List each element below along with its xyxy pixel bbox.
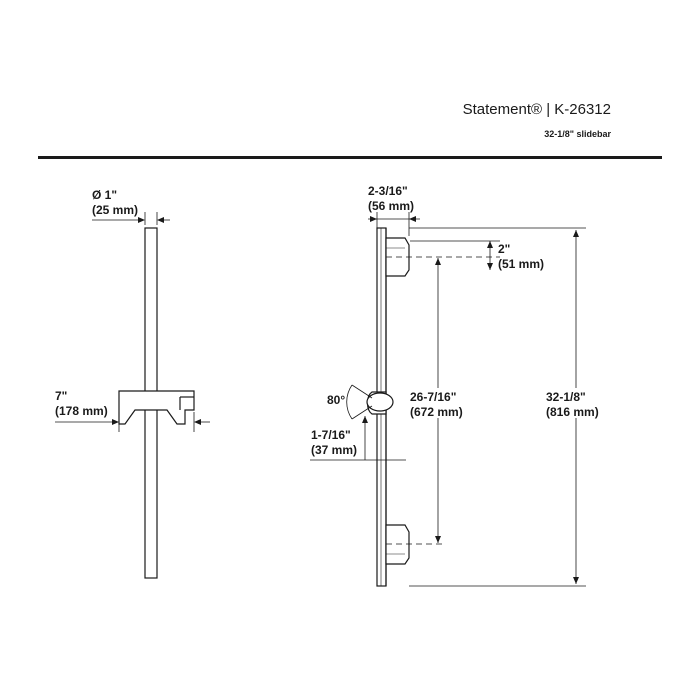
diameter-mm-label: (25 mm) — [92, 203, 138, 217]
dimension-arrows — [112, 216, 579, 584]
spacing-mm-label: (672 mm) — [410, 405, 463, 419]
offset-mm-label: (37 mm) — [311, 443, 357, 457]
angle-arc — [346, 384, 353, 420]
product-title: Statement® | K-26312 — [462, 101, 611, 118]
mount-in-label: 2" — [498, 242, 510, 256]
height-mm-label: (816 mm) — [546, 405, 599, 419]
product-subtitle: 32-1/8" slidebar — [544, 129, 611, 139]
bottom-mount — [385, 524, 410, 565]
bracket-mm-label: (178 mm) — [55, 404, 108, 418]
offset-in-label: 1-7/16" — [311, 428, 351, 442]
front-view — [55, 212, 210, 579]
header-rule — [38, 156, 662, 159]
diameter-in-label: Ø 1" — [92, 188, 117, 202]
height-in-label: 32-1/8" — [546, 390, 586, 404]
angle-label: 80° — [327, 393, 345, 407]
depth-in-label: 2-3/16" — [368, 184, 408, 198]
spacing-in-label: 26-7/16" — [410, 390, 456, 404]
bracket-in-label: 7" — [55, 389, 67, 403]
front-slider-bracket — [118, 390, 195, 425]
side-slider-head — [366, 392, 394, 412]
mount-mm-label: (51 mm) — [498, 257, 544, 271]
depth-mm-label: (56 mm) — [368, 199, 414, 213]
